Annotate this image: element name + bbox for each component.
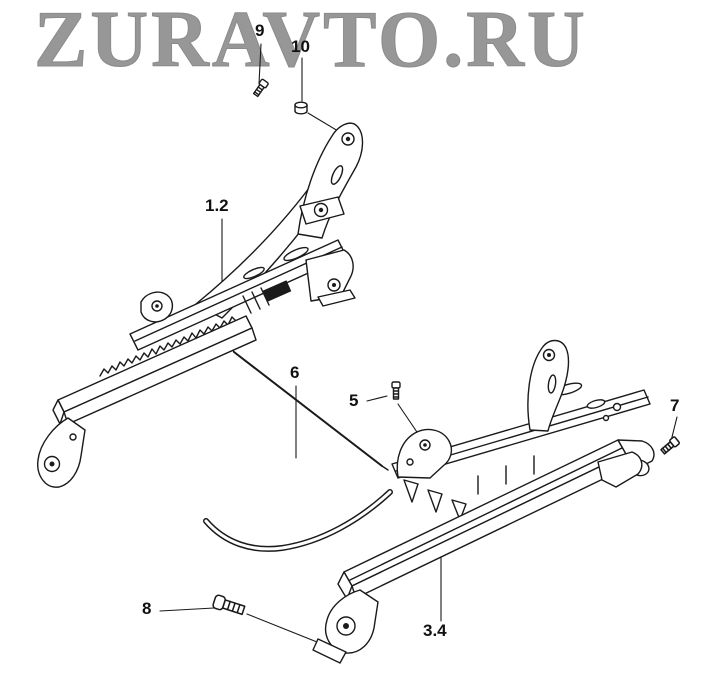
lower-assembly-lower-rail	[343, 439, 627, 587]
callout-9: 9	[255, 21, 265, 40]
callout-5: 5	[349, 391, 359, 410]
fasteners	[212, 78, 680, 616]
site-watermark: ZURAVTO.RU	[34, 0, 588, 84]
nut-10-icon	[294, 101, 308, 115]
lower-rail-assembly	[203, 339, 655, 664]
upper-rail-assembly	[37, 122, 364, 488]
callout-6: 6	[290, 363, 300, 382]
pointed-tabs	[403, 479, 467, 521]
leader-lines	[159, 43, 678, 645]
screw-5-icon	[391, 381, 401, 400]
callout-7: 7	[670, 396, 680, 415]
front-foot-bracket	[37, 417, 86, 488]
screw-7-icon	[660, 436, 680, 455]
callout-1-2: 1.2	[205, 196, 229, 215]
callout-10: 10	[291, 37, 310, 56]
release-handle	[203, 489, 393, 552]
callout-8: 8	[142, 599, 152, 618]
left-pivot-bracket	[396, 428, 453, 479]
rear-foot-bracket	[305, 249, 354, 302]
bolt-8-icon	[212, 594, 246, 616]
callout-3-4: 3.4	[423, 621, 447, 640]
latch-block	[262, 280, 292, 302]
connecting-rod-part6	[230, 346, 389, 471]
screw-9-icon	[252, 78, 269, 98]
